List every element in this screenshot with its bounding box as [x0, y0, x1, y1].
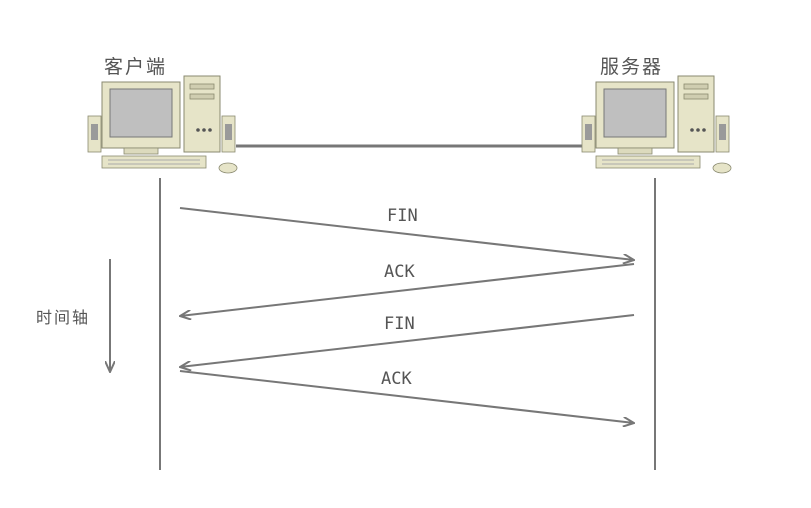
client-computer-icon	[87, 75, 238, 174]
message-arrow-fin-2	[180, 314, 635, 367]
message-arrow-fin-1	[179, 207, 634, 260]
server-computer-icon	[581, 75, 732, 174]
message-arrow-ack-1	[180, 263, 635, 316]
message-label-ack-1: ACK	[384, 262, 415, 282]
message-label-fin-2: FIN	[384, 314, 415, 334]
server-label: 服务器	[600, 56, 664, 78]
message-label-ack-2: ACK	[381, 369, 412, 389]
message-label-fin-1: FIN	[387, 206, 418, 226]
time-axis-label: 时间轴	[36, 308, 91, 327]
client-label: 客户端	[104, 56, 168, 78]
message-arrow-ack-2	[179, 370, 634, 423]
